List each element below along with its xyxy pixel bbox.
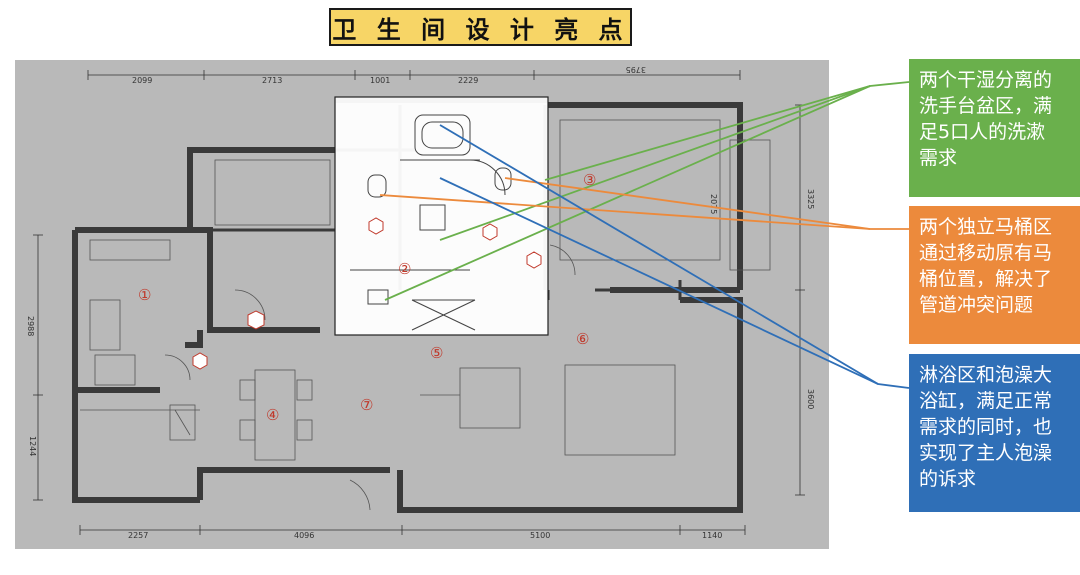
callout-blue-line-1: 淋浴区和泡澡大 — [919, 364, 1053, 386]
dim-bottom-4: 1140 — [702, 531, 722, 540]
dim-bottom-2: 4096 — [294, 531, 314, 540]
room-number-1: ① — [138, 286, 151, 304]
page-title: 卫 生 间 设 计 亮 点 — [329, 8, 632, 46]
orange-leader-lines — [379, 177, 909, 230]
callout-orange-line-1: 两个独立马桶区 — [919, 216, 1053, 238]
room-number-5: ⑤ — [430, 344, 443, 362]
dim-top-4: 2229 — [458, 76, 478, 85]
dim-top-5: 3795 — [626, 65, 646, 74]
room-number-6: ⑥ — [576, 330, 589, 348]
plan-details — [80, 119, 771, 511]
dim-left-2: 1244 — [28, 436, 37, 456]
callout-blue-line-4: 实现了主人泡澡 — [919, 442, 1053, 464]
dim-bottom-3: 5100 — [530, 531, 550, 540]
bathroom-highlight — [334, 96, 549, 336]
top-dimension-line — [87, 70, 741, 80]
callout-orange-line-2: 通过移动原有马 — [919, 242, 1053, 264]
callout-blue: 淋浴区和泡澡大 浴缸，满足正常 需求的同时，也 实现了主人泡澡 的诉求 — [909, 354, 1080, 512]
dim-inner: 2075 — [709, 194, 718, 214]
callout-green-line-2: 洗手台盆区，满 — [919, 95, 1053, 117]
dim-left-1: 2988 — [26, 316, 35, 336]
callout-green: 两个干湿分离的 洗手台盆区，满 足5口人的洗漱 需求 — [909, 59, 1080, 197]
bathroom-fixtures — [350, 114, 512, 331]
callout-orange-line-4: 管道冲突问题 — [919, 294, 1034, 316]
dim-top-2: 2713 — [262, 76, 282, 85]
callout-green-line-3: 足5口人的洗漱 — [919, 121, 1046, 143]
bottom-dimension-line — [79, 525, 746, 535]
left-dimension-line — [33, 234, 43, 501]
callout-orange-line-3: 桶位置，解决了 — [919, 268, 1053, 290]
red-markers — [192, 217, 542, 370]
dim-top-3: 1001 — [370, 76, 390, 85]
dim-bottom-1: 2257 — [128, 531, 148, 540]
room-number-2: ② — [398, 260, 411, 278]
room-number-4: ④ — [266, 406, 279, 424]
dim-top-1: 2099 — [132, 76, 152, 85]
callout-blue-line-5: 的诉求 — [919, 468, 977, 490]
callout-blue-line-2: 浴缸，满足正常 — [919, 390, 1053, 412]
dim-right-1: 3325 — [806, 189, 815, 209]
callout-green-line-1: 两个干湿分离的 — [919, 69, 1053, 91]
room-number-7: ⑦ — [360, 396, 373, 414]
callout-blue-line-3: 需求的同时，也 — [919, 416, 1053, 438]
blue-leader-lines — [439, 124, 910, 389]
dim-right-2: 3600 — [806, 389, 815, 409]
callout-green-line-4: 需求 — [919, 147, 958, 169]
callout-orange: 两个独立马桶区 通过移动原有马 桶位置，解决了 管道冲突问题 — [909, 206, 1080, 344]
